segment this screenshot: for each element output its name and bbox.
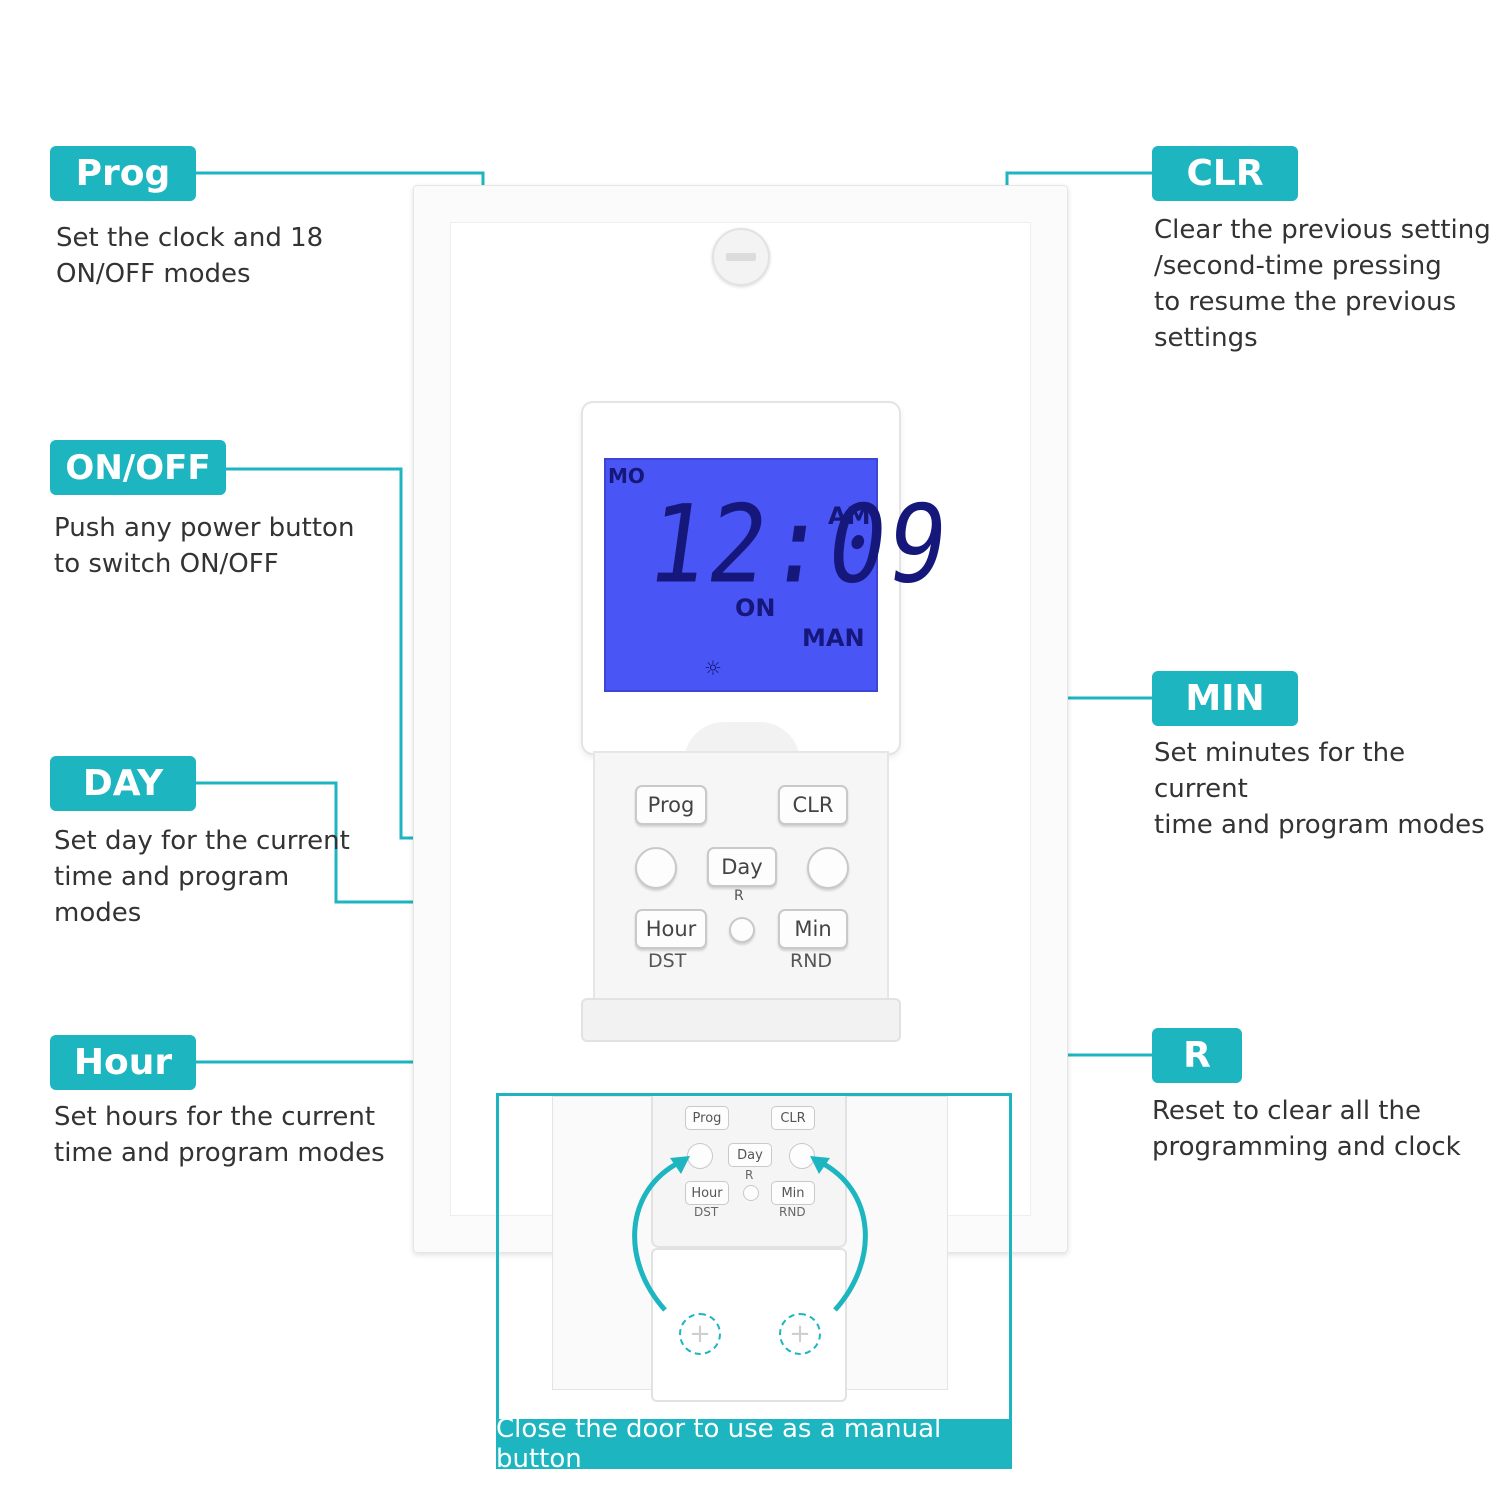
inset-clr-button: CLR [771, 1106, 815, 1130]
min-description: Set minutes for the current time and pro… [1154, 738, 1485, 840]
inset-reset-label: R [745, 1168, 754, 1182]
reset-button[interactable] [729, 917, 755, 943]
arrow-right-icon [818, 1159, 868, 1312]
screw-cross-left-icon: + [679, 1313, 721, 1355]
onoff-description: Push any power button to switch ON/OFF [54, 513, 355, 579]
day-description: Set day for the current time and program… [54, 826, 350, 928]
prog-tag: Prog [50, 146, 196, 201]
prog-button[interactable]: Prog [635, 785, 707, 825]
hour-tag: Hour [50, 1035, 196, 1090]
lcd-ampm: AM [828, 502, 871, 530]
wall-plate [413, 185, 1068, 1253]
hour-button[interactable]: Hour [635, 909, 707, 949]
inset-caption: Close the door to use as a manual button [496, 1414, 1012, 1474]
inset-day-button: Day [728, 1143, 772, 1167]
rnd-label: RND [790, 950, 833, 972]
reset-label: R [734, 888, 744, 904]
power-button-right[interactable] [807, 847, 849, 889]
hour-description: Set hours for the current time and progr… [54, 1102, 385, 1168]
inset-rnd-label: RND [779, 1205, 806, 1219]
lcd-state: ON [735, 594, 776, 622]
screw-icon [712, 228, 770, 286]
door-hinge [583, 1000, 899, 1040]
inset-hour-button: Hour [685, 1181, 729, 1205]
inset-prog-button: Prog [685, 1106, 729, 1130]
clr-button[interactable]: CLR [778, 785, 848, 825]
inset-reset-button [743, 1185, 759, 1201]
lcd-mode: MAN [802, 624, 865, 652]
day-tag: DAY [50, 756, 196, 811]
clr-tag: CLR [1152, 146, 1298, 201]
arrow-left-icon [632, 1159, 682, 1312]
dst-label: DST [648, 950, 687, 972]
onoff-tag: ON/OFF [50, 440, 226, 495]
inset-power-left [687, 1143, 713, 1169]
screw-cross-right-icon: + [779, 1313, 821, 1355]
r-description: Reset to clear all the programming and c… [1152, 1096, 1461, 1162]
prog-description: Set the clock and 18 ON/OFF modes [56, 223, 324, 289]
sun-icon: ☼ [704, 656, 722, 680]
inset-min-button: Min [771, 1181, 815, 1205]
inset-frame [496, 1093, 1012, 1468]
power-button-left[interactable] [635, 847, 677, 889]
day-button[interactable]: Day [707, 847, 777, 887]
inset-power-right [789, 1143, 815, 1169]
r-tag: R [1152, 1028, 1242, 1083]
lcd-display: MO 12:09 AM ON MAN ☼ [604, 458, 957, 692]
min-button[interactable]: Min [778, 909, 848, 949]
inset-dst-label: DST [694, 1205, 719, 1219]
lcd-day: MO [608, 464, 645, 488]
clr-description: Clear the previous setting /second-time … [1154, 215, 1491, 353]
min-tag: MIN [1152, 671, 1298, 726]
